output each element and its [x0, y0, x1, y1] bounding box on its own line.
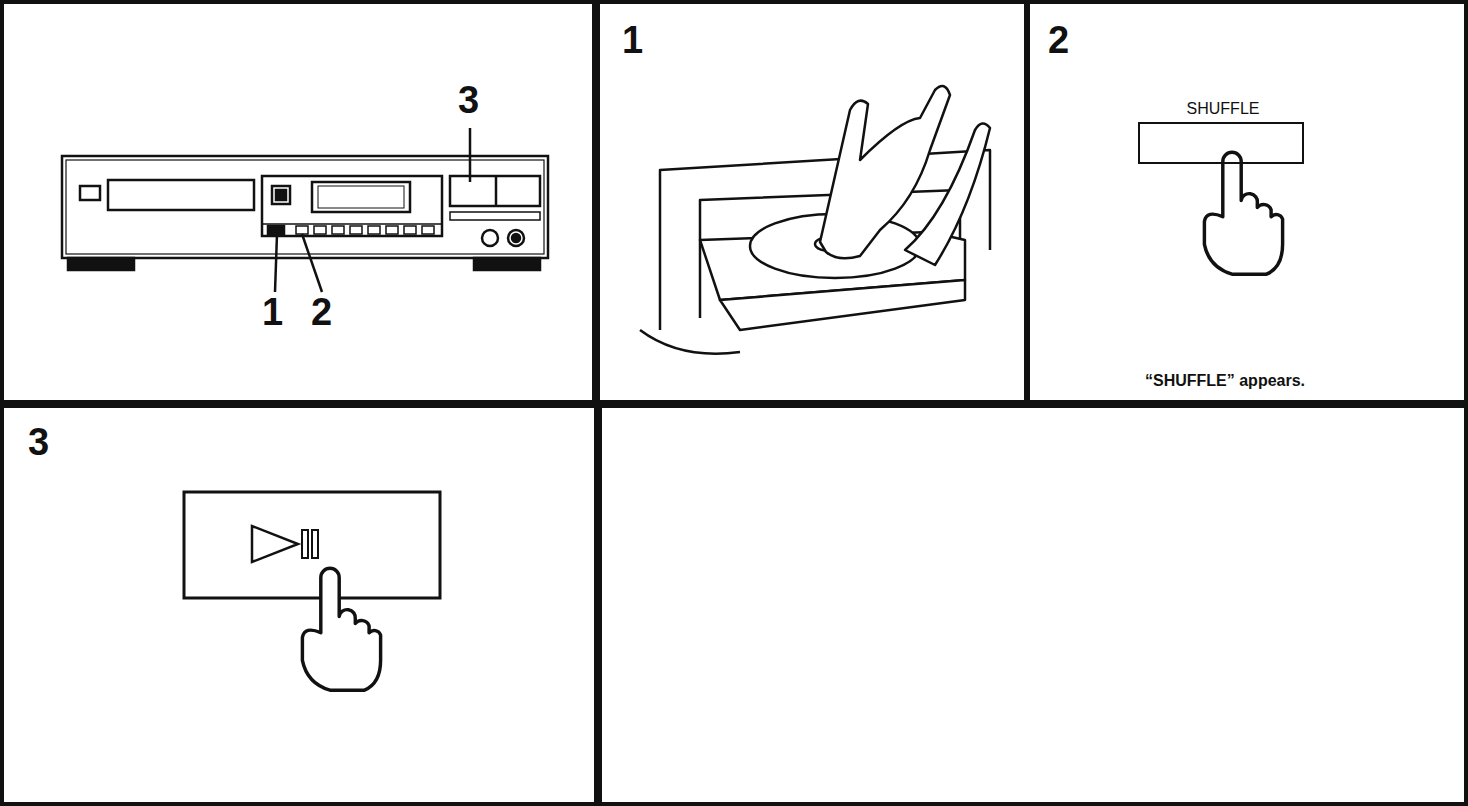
cd-player	[62, 156, 548, 270]
step-panel: 2 “SHUFFLE” appears. SHUFFLE	[1026, 0, 1468, 404]
step-panel: 1	[596, 0, 1028, 404]
callout-number: 1	[262, 292, 283, 334]
step-panel: 3	[0, 404, 598, 806]
disc-loading-figure	[640, 86, 990, 354]
callout-number: 2	[311, 292, 332, 334]
button-row	[296, 226, 434, 234]
step-number: 2	[1048, 20, 1069, 62]
button-label: SHUFFLE	[1187, 100, 1260, 118]
leader-line	[275, 128, 470, 292]
button-box: SHUFFLE	[1138, 122, 1304, 164]
callout-number: 3	[458, 80, 479, 122]
result-caption: “SHUFFLE” appears.	[1145, 372, 1305, 390]
panel-frame	[2, 2, 594, 402]
step-number: 3	[28, 422, 49, 464]
play-pause-button	[184, 492, 440, 690]
panel-frame	[600, 406, 1466, 804]
step-number: 1	[622, 20, 643, 62]
